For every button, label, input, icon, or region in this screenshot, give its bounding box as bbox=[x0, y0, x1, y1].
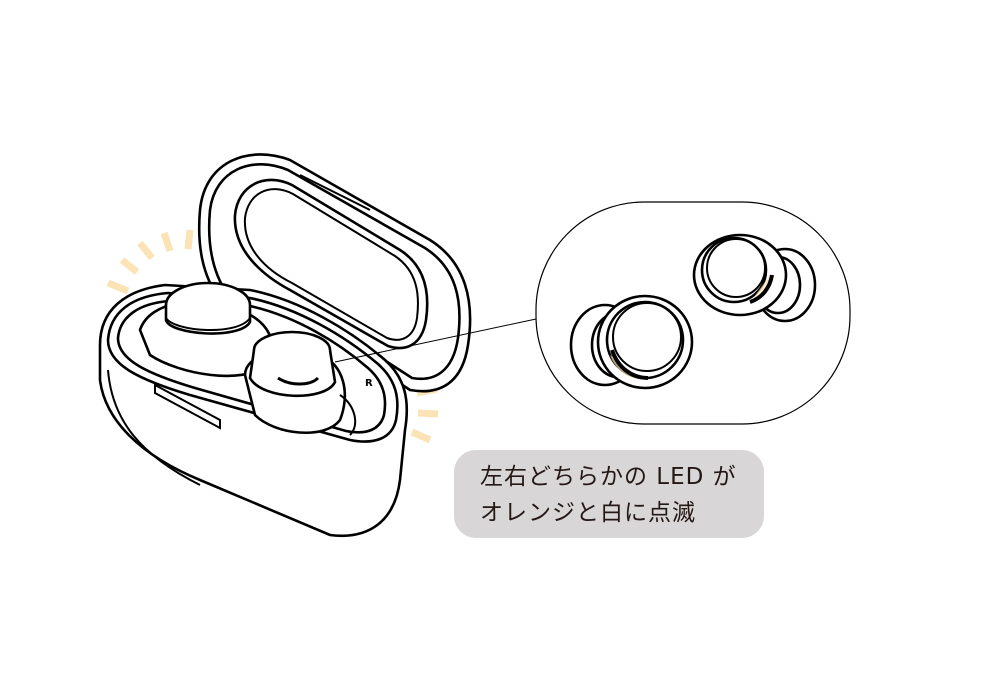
zoom-bubble bbox=[535, 201, 851, 425]
earbud-left-in-case bbox=[138, 281, 274, 378]
caption-line-1: 左右どちらかの LED が bbox=[480, 464, 737, 490]
led-status-caption: 左右どちらかの LED が オレンジと白に点滅 bbox=[454, 450, 764, 538]
earbud-right-in-case bbox=[243, 330, 357, 436]
earbud-left-closeup bbox=[569, 294, 694, 390]
led-glow-rays-left bbox=[106, 229, 194, 295]
earbud-right-closeup bbox=[692, 233, 817, 323]
callout-leader-line bbox=[334, 318, 537, 363]
caption-line-2: オレンジと白に点滅 bbox=[480, 500, 696, 526]
case-marker-r: R bbox=[365, 378, 373, 389]
case-lid bbox=[197, 153, 472, 393]
